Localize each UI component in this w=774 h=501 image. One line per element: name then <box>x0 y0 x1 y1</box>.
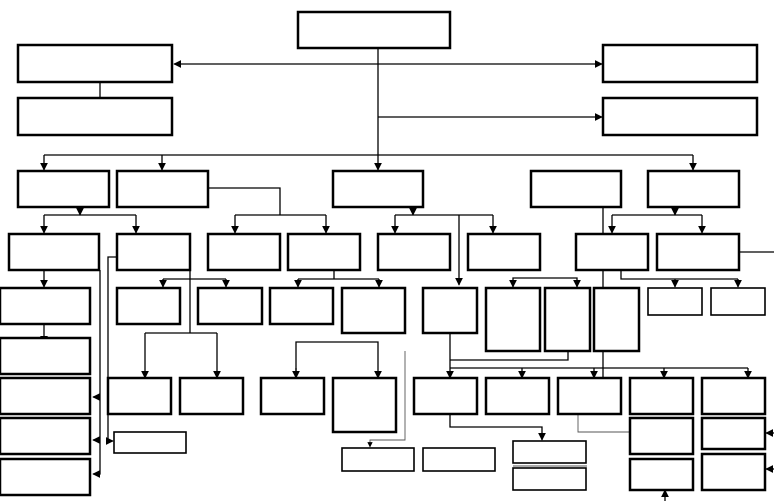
org-box <box>512 440 587 464</box>
org-box <box>700 452 767 492</box>
connector-lines <box>40 48 774 501</box>
connector-line <box>541 277 581 288</box>
org-box <box>115 232 192 272</box>
org-box <box>529 169 623 209</box>
org-box <box>7 232 101 272</box>
org-box <box>601 43 759 84</box>
org-box <box>466 232 542 272</box>
org-box <box>340 286 407 335</box>
connector-line <box>208 187 281 215</box>
org-box <box>16 96 174 137</box>
org-box <box>106 376 173 416</box>
org-box <box>0 376 92 416</box>
org-box <box>700 376 767 416</box>
org-box <box>206 232 282 272</box>
org-box <box>543 286 592 353</box>
org-boxes <box>0 10 767 497</box>
connector-line <box>577 414 630 433</box>
org-box <box>0 286 92 326</box>
org-box <box>296 10 452 50</box>
org-box <box>700 416 767 451</box>
org-box <box>412 376 479 416</box>
org-box <box>16 169 111 209</box>
org-box <box>710 287 766 316</box>
org-box <box>574 232 650 272</box>
org-box <box>0 416 92 456</box>
connector-line <box>92 270 101 478</box>
connector-line <box>367 351 406 448</box>
connector-line <box>509 277 541 288</box>
org-box <box>341 447 415 472</box>
org-box <box>628 376 695 416</box>
org-box <box>286 232 362 272</box>
org-box <box>376 232 452 272</box>
org-box <box>484 376 551 416</box>
connector-line <box>295 341 382 379</box>
connector-line <box>450 351 569 361</box>
org-box <box>592 286 641 353</box>
org-box <box>0 457 92 497</box>
org-box <box>113 431 187 454</box>
org-box <box>556 376 623 416</box>
org-box <box>421 286 479 335</box>
org-box <box>331 169 425 209</box>
connector-line <box>449 414 546 441</box>
org-box <box>115 286 182 326</box>
org-box <box>0 336 92 376</box>
org-box <box>512 467 587 491</box>
org-box <box>331 376 398 434</box>
connector-line <box>105 256 117 445</box>
connector-line <box>189 270 226 280</box>
org-box <box>259 376 326 416</box>
org-box <box>178 376 245 416</box>
org-box <box>628 416 695 456</box>
org-box <box>115 169 210 209</box>
org-box <box>655 232 741 272</box>
org-box <box>422 447 496 472</box>
org-box <box>196 286 264 326</box>
org-box <box>628 457 695 492</box>
org-box <box>268 286 335 326</box>
org-box <box>484 286 542 353</box>
org-box <box>646 169 741 209</box>
connector-line <box>620 270 738 280</box>
org-box <box>647 287 703 316</box>
org-box <box>601 96 759 137</box>
org-box <box>16 43 174 84</box>
